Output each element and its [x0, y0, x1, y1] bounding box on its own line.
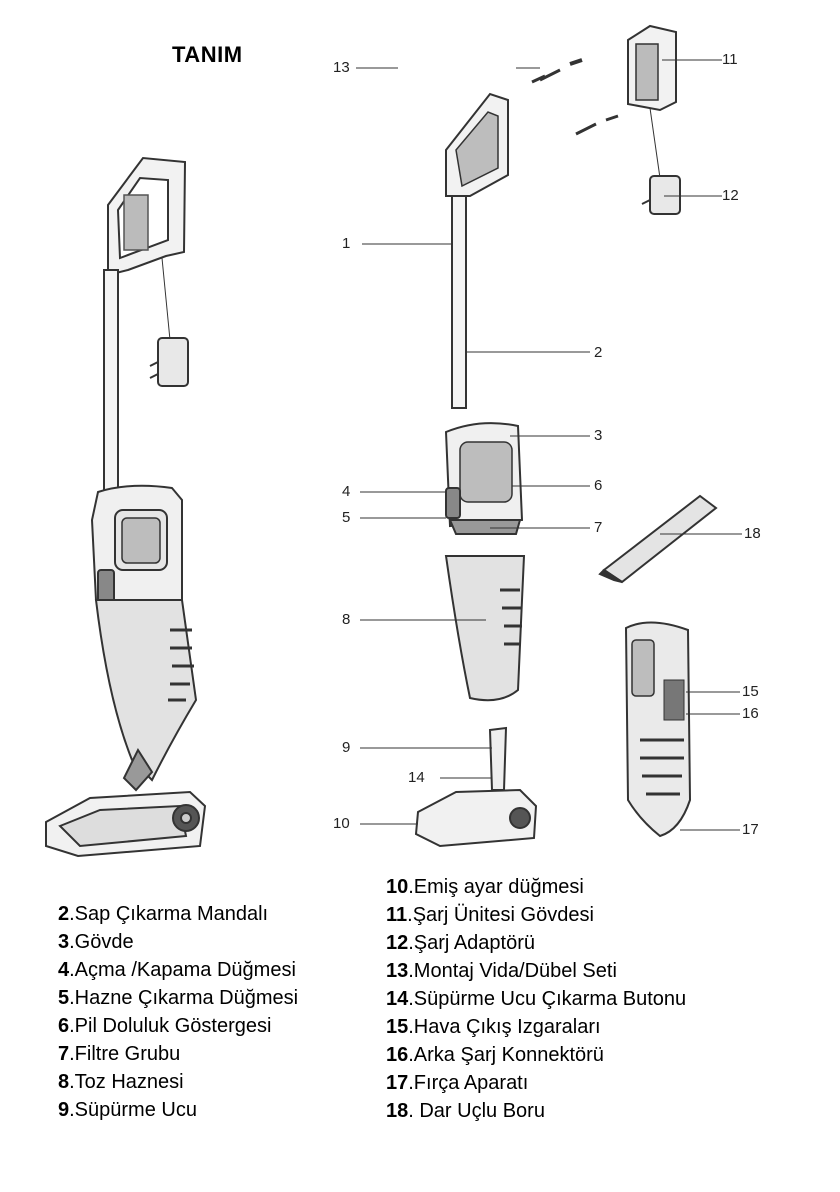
legend-item: 17.Fırça Aparatı [386, 1072, 529, 1094]
leader-lines [356, 59, 742, 831]
callout-2: 2 [594, 344, 602, 361]
legend-item: 18. Dar Uçlu Boru [386, 1100, 545, 1122]
callout-8: 8 [342, 611, 350, 628]
callout-16: 16 [742, 705, 759, 722]
legend-item: 2.Sap Çıkarma Mandalı [58, 903, 269, 925]
callout-6: 6 [594, 477, 602, 494]
callout-10: 10 [333, 815, 350, 832]
legend-item: 6.Pil Doluluk Göstergesi [58, 1015, 272, 1037]
callout-14: 14 [408, 769, 425, 786]
callout-12: 12 [722, 187, 739, 204]
callout-17: 17 [742, 821, 759, 838]
legend-item: 15.Hava Çıkış Izgaraları [386, 1016, 601, 1038]
legend-item: 14.Süpürme Ucu Çıkarma Butonu [386, 988, 687, 1010]
legend-item: 16.Arka Şarj Konnektörü [386, 1044, 604, 1066]
page-title: TANIM [172, 42, 243, 67]
callout-4: 4 [342, 483, 350, 500]
legend-right: 10.Emiş ayar düğmesi 11.Şarj Ünitesi Göv… [386, 873, 686, 1125]
callout-13: 13 [333, 59, 350, 76]
legend-left: 2.Sap Çıkarma Mandalı 3.Gövde 4.Açma /Ka… [58, 900, 298, 1124]
legend-item: 10.Emiş ayar düğmesi [386, 876, 584, 898]
legend-item: 5.Hazne Çıkarma Düğmesi [58, 987, 299, 1009]
legend-item: 3.Gövde [58, 931, 134, 953]
callout-9: 9 [342, 739, 350, 756]
legend-item: 13.Montaj Vida/Dübel Seti [386, 960, 617, 982]
callout-18: 18 [744, 525, 761, 542]
legend-item: 8.Toz Haznesi [58, 1071, 184, 1093]
legend-item: 11.Şarj Ünitesi Gövdesi [386, 904, 594, 926]
assembled-vacuum [45, 156, 207, 858]
callout-11: 11 [722, 51, 738, 68]
legend-item: 9.Süpürme Ucu [58, 1099, 197, 1121]
legend-item: 4.Açma /Kapama Düğmesi [58, 959, 296, 981]
legend-item: 12.Şarj Adaptörü [386, 932, 535, 954]
callout-3: 3 [594, 427, 602, 444]
callout-1: 1 [342, 235, 350, 252]
legend-item: 7.Filtre Grubu [58, 1043, 181, 1065]
exploded-parts [414, 24, 718, 848]
exploded-view-diagram: 13 1 2 3 6 4 5 7 8 9 14 10 11 12 18 15 1… [45, 24, 761, 858]
callout-7: 7 [594, 519, 602, 536]
callout-15: 15 [742, 683, 759, 700]
callout-5: 5 [342, 509, 350, 526]
